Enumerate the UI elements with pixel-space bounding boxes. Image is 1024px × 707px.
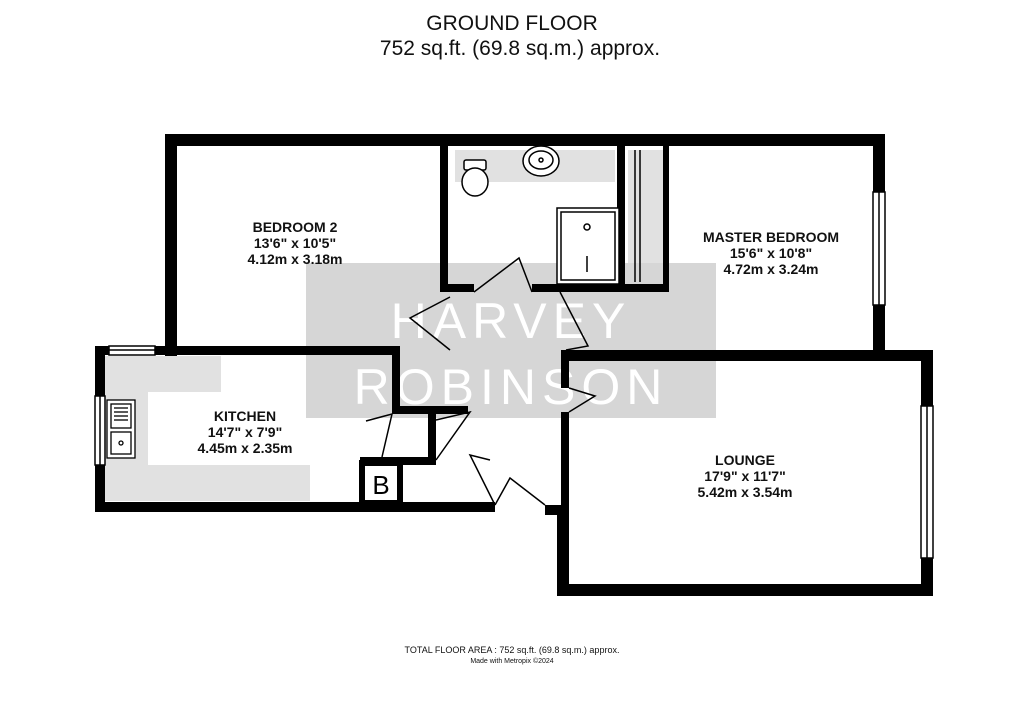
walls: [95, 134, 933, 596]
wardrobe-icon: [634, 150, 641, 282]
floor-title: GROUND FLOOR: [426, 12, 598, 35]
boiler-cupboard: B: [359, 460, 403, 506]
fitted-areas: [103, 150, 665, 501]
watermark-line-2: ROBINSON: [354, 359, 669, 415]
room-name: LOUNGE: [715, 452, 775, 468]
floor-area-subtitle: 752 sq.ft. (69.8 sq.m.) approx.: [379, 37, 661, 60]
room-bedroom-2: BEDROOM 2 13'6" x 10'5" 4.12m x 3.18m: [220, 219, 370, 267]
windows: [94, 191, 934, 559]
room-kitchen: KITCHEN 14'7" x 7'9" 4.45m x 2.35m: [170, 408, 320, 456]
shower-tray-icon: [556, 207, 620, 285]
room-master-bedroom: MASTER BEDROOM 15'6" x 10'8" 4.72m x 3.2…: [686, 229, 856, 277]
washbasin-icon: [522, 145, 560, 177]
boiler-label: B: [372, 470, 389, 500]
room-name: BEDROOM 2: [252, 219, 338, 235]
kitchen-sink-icon: [106, 399, 136, 459]
room-metric: 5.42m x 3.54m: [697, 484, 793, 500]
room-name: MASTER BEDROOM: [702, 229, 840, 245]
room-imperial: 17'9" x 11'7": [704, 468, 786, 484]
room-metric: 4.45m x 2.35m: [197, 440, 293, 456]
bathroom-fixtures: [461, 145, 641, 285]
room-imperial: 13'6" x 10'5": [253, 235, 337, 251]
watermark-line-1: HARVEY: [391, 293, 632, 349]
room-metric: 4.12m x 3.18m: [247, 251, 343, 267]
total-floor-area-note: TOTAL FLOOR AREA : 752 sq.ft. (69.8 sq.m…: [404, 645, 620, 655]
doors: [365, 256, 597, 506]
room-lounge: LOUNGE 17'9" x 11'7" 5.42m x 3.54m: [670, 452, 820, 500]
room-metric: 4.72m x 3.24m: [723, 261, 819, 277]
toilet-icon: [461, 159, 489, 197]
room-imperial: 15'6" x 10'8": [729, 245, 813, 261]
room-name: KITCHEN: [213, 408, 277, 424]
room-imperial: 14'7" x 7'9": [207, 424, 283, 440]
metropix-credit: Made with Metropix ©2024: [470, 658, 554, 665]
